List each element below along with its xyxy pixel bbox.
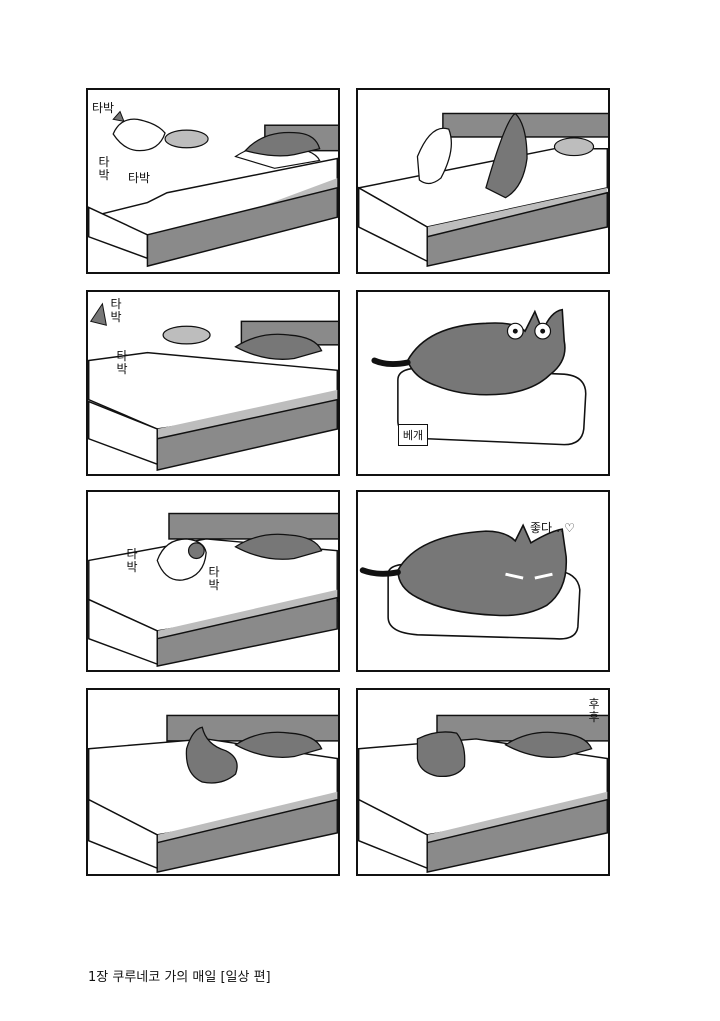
bed-scene-illustration (88, 110, 338, 268)
bed-scene-illustration (358, 112, 608, 268)
cat-on-pillow-illustration (371, 308, 587, 446)
page-footer: 1장 쿠루네코 가의 매일 [일상 편] (88, 970, 271, 985)
sfx-tabak-bottom: 타박 (128, 171, 151, 185)
panel-1: 타박 타박 타박 (86, 88, 340, 274)
bed-scene-illustration (358, 714, 608, 873)
speech-text: 좋다…♡ (530, 521, 575, 535)
panel-4: 베개 (356, 290, 610, 476)
sfx-tabak-b: 타박 (208, 565, 220, 592)
sfx-tabak-top: 타박 (92, 101, 115, 115)
sfx-huhu: 후후 (588, 697, 600, 724)
panel-8: 후후 (356, 688, 610, 876)
bed-scene-illustration (88, 714, 338, 873)
sfx-tabak-b: 타박 (116, 349, 128, 376)
panel-6: 좋다…♡ (356, 490, 610, 672)
panel-5: 타박 타박 (86, 490, 340, 672)
sfx-tabak-a: 타박 (126, 547, 138, 574)
sfx-tabak-vertical: 타박 (98, 155, 110, 182)
panel-3: 타박 타박 (86, 290, 340, 476)
bed-scene-illustration (88, 302, 338, 472)
pillow-label: 베개 (398, 424, 428, 446)
sfx-tabak-a: 타박 (110, 297, 122, 324)
bed-scene-illustration (88, 512, 338, 667)
panel-2 (356, 88, 610, 274)
cat-on-pillow-illustration (359, 523, 581, 640)
panel-7 (86, 688, 340, 876)
